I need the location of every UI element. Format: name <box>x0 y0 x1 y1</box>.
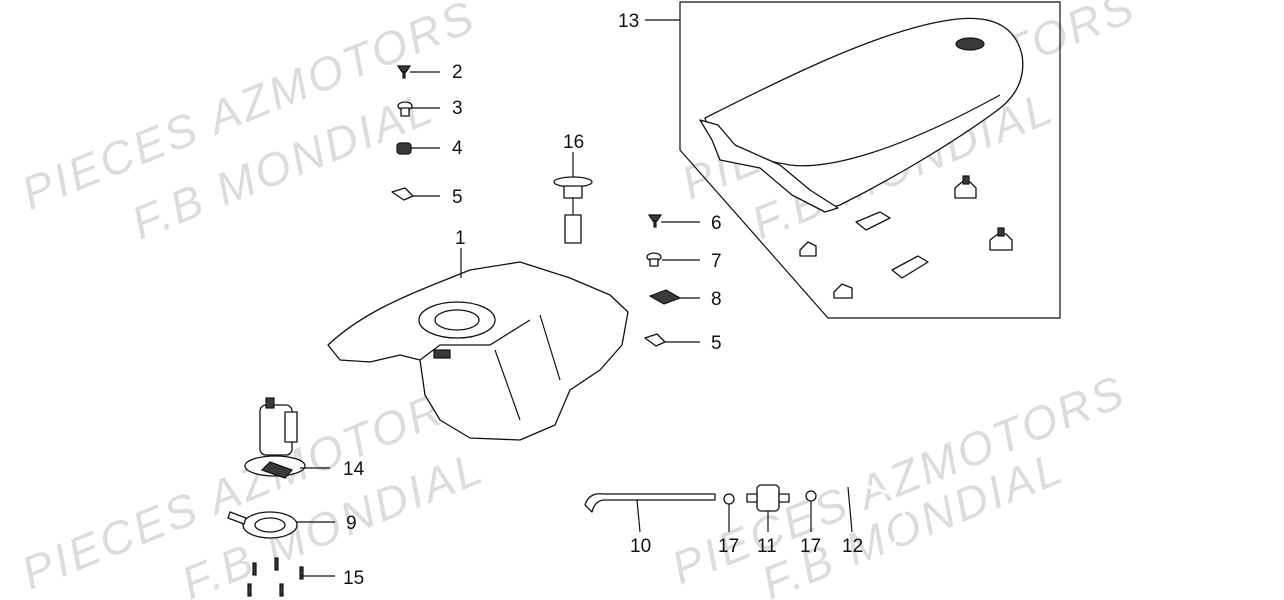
fuel-tank-contour-3 <box>539 314 561 381</box>
callout-6: 6 <box>711 213 722 234</box>
fuel-cap-thread <box>563 185 583 199</box>
washer-7-body <box>649 258 659 267</box>
fuel-pump-top-nozzle <box>265 397 275 409</box>
bolt-15-b <box>252 562 257 576</box>
callout-1: 1 <box>455 228 466 249</box>
seat-stopper-1 <box>799 241 817 257</box>
washer-3-body <box>400 107 410 117</box>
callout-15: 15 <box>343 568 364 589</box>
clip-nut-5-bottom <box>644 333 666 347</box>
seat-bracket-2 <box>891 255 929 279</box>
fuel-tank <box>327 261 629 441</box>
callout-3: 3 <box>452 98 463 119</box>
gasket-inner <box>254 517 286 533</box>
gasket-tab <box>227 511 247 525</box>
screw-6-shank <box>653 220 657 228</box>
hose-10 <box>584 493 716 513</box>
seat-rubber-mount-1 <box>954 181 977 199</box>
screw-6-head <box>647 214 663 222</box>
callout-7: 7 <box>711 251 722 272</box>
fuel-pump-connector <box>260 461 294 479</box>
callout-11: 11 <box>757 536 777 557</box>
leader-lines <box>297 19 853 577</box>
bolt-15-d <box>247 583 252 597</box>
fuel-cap-sleeve <box>564 214 582 244</box>
hardware-middle <box>644 214 682 347</box>
bolt-15-a <box>274 557 279 571</box>
fuel-tank-filler-neck <box>434 309 480 331</box>
clamp-17-right <box>805 490 817 502</box>
bolt-15-e <box>279 583 284 597</box>
fuel-filter-11-outlet <box>778 493 790 503</box>
fuel-line-group <box>584 482 906 566</box>
callout-17-left: 17 <box>718 536 739 557</box>
callout-8: 8 <box>711 289 722 310</box>
callout-17-right: 17 <box>800 536 821 557</box>
screw-2-shank <box>402 71 406 79</box>
fuel-tank-contour-2 <box>494 349 521 421</box>
fuel-filter-11-inlet <box>746 493 758 503</box>
callout-5-bottom: 5 <box>711 333 722 354</box>
callout-14: 14 <box>343 459 365 480</box>
leader-10 <box>636 499 641 533</box>
callout-9: 9 <box>346 513 357 534</box>
fuel-pump <box>244 397 306 479</box>
seat-lock-hole <box>955 37 985 51</box>
clamp-17-left <box>723 493 735 505</box>
callout-16: 16 <box>563 132 584 153</box>
seat-stopper-2 <box>833 283 853 299</box>
seat-rubber-mount-1-stud <box>962 175 970 185</box>
fuel-tank-mount-tab <box>433 349 451 359</box>
hose-12-inner <box>817 482 906 566</box>
fuel-cap <box>553 176 593 244</box>
callout-12: 12 <box>842 536 863 557</box>
seat-group <box>679 1 1061 319</box>
grommet-4 <box>396 142 412 155</box>
clip-8 <box>648 289 682 305</box>
callout-13: 13 <box>618 11 639 32</box>
seat-base <box>699 119 839 213</box>
callout-numbers: 2 3 4 5 1 16 6 7 8 5 13 14 9 15 10 17 11… <box>343 11 863 589</box>
leader-12 <box>847 486 853 533</box>
seat-enclosure-frame <box>679 1 1061 319</box>
seat-rubber-mount-2-stud <box>997 227 1005 237</box>
fuel-tank-body <box>327 261 629 441</box>
hardware-left <box>391 65 414 201</box>
callout-10: 10 <box>630 536 651 557</box>
callout-5-top: 5 <box>452 187 463 208</box>
clip-nut-5-top <box>391 187 414 201</box>
callout-4: 4 <box>452 138 463 159</box>
fuel-pump-filter <box>284 411 298 443</box>
screw-2-head <box>396 65 412 73</box>
bolt-15-c <box>299 566 304 580</box>
bolts-15 <box>247 557 304 597</box>
callout-2: 2 <box>452 62 463 83</box>
fuel-tank-contour-1 <box>419 319 531 361</box>
fuel-pump-gasket <box>227 511 298 539</box>
fuel-filter-11 <box>756 484 780 512</box>
seat-bracket-1 <box>855 211 891 231</box>
